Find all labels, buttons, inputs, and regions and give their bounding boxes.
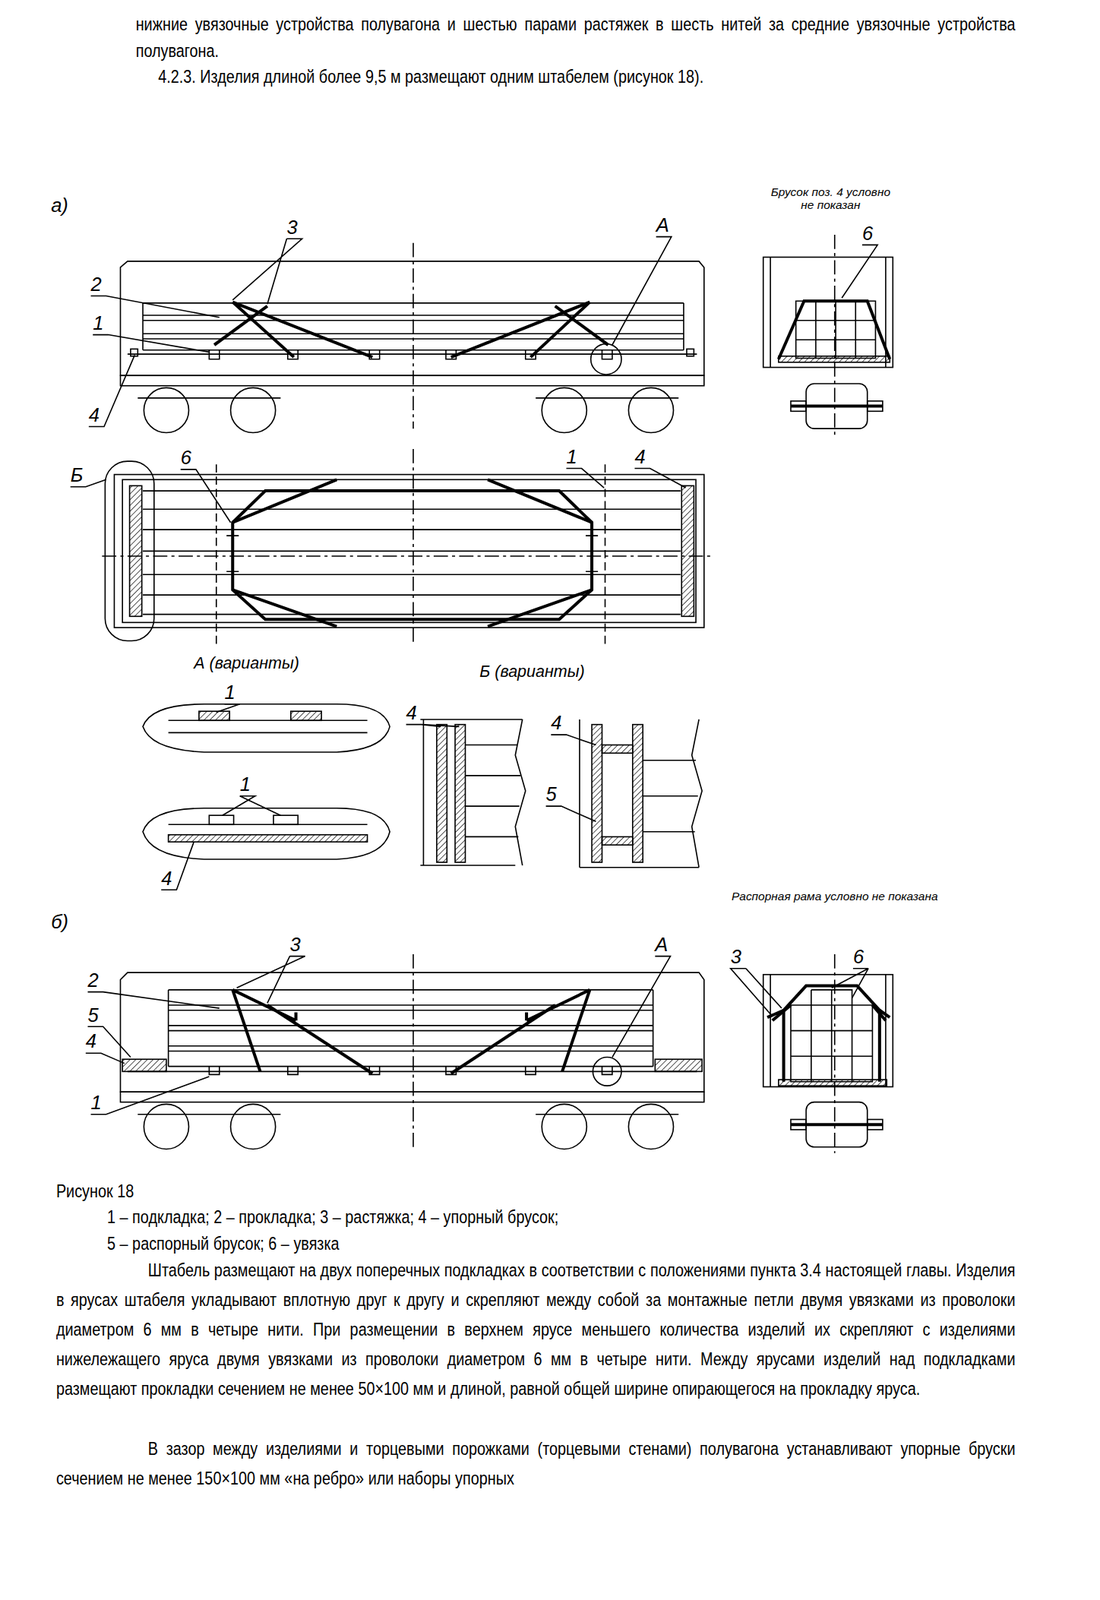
- drawing-note: Брусок поз. 4 условно не показан: [763, 185, 898, 212]
- callout-number: 2: [91, 274, 102, 295]
- figure-caption: Рисунок 18: [56, 1177, 465, 1205]
- callout-number: б): [50, 912, 69, 933]
- callout-number: А: [654, 934, 668, 955]
- callout-number: 4: [161, 868, 172, 889]
- body-text: Штабель размещают на двух поперечных под…: [56, 1255, 1016, 1404]
- body-text: В зазор между изделиями и торцевыми поро…: [56, 1435, 1016, 1495]
- callout-number: 3: [286, 217, 298, 238]
- drawing-note: Распорная рама условно не показана: [726, 889, 943, 903]
- callout-number: 1: [565, 446, 577, 468]
- callout-number: 6: [853, 946, 864, 968]
- callout-number: 1: [91, 1093, 102, 1114]
- callout-number: А: [656, 214, 670, 236]
- callout-number: 2: [88, 970, 99, 991]
- end-view-b: [730, 954, 894, 1154]
- callout-number: 5: [546, 784, 557, 806]
- callout-number: 6: [180, 448, 192, 469]
- detail-b: [406, 719, 703, 868]
- body-text: 4.2.3. Изделия длиной более 9,5 м размещ…: [158, 63, 1015, 90]
- side-view-a: [88, 237, 705, 434]
- callout-number: Б: [70, 464, 84, 486]
- callout-number: 4: [406, 702, 418, 724]
- callout-number: 1: [92, 312, 104, 334]
- view-title: Б (варианты): [479, 662, 585, 681]
- callout-number: 3: [730, 946, 742, 968]
- callout-number: 4: [634, 446, 645, 468]
- detail-a: [142, 704, 390, 890]
- callout-number: 4: [85, 1031, 97, 1053]
- callout-number: а): [50, 195, 69, 217]
- body-text: 5 – распорный брусок; 6 – увязка: [107, 1230, 1015, 1258]
- callout-number: 3: [289, 934, 301, 955]
- side-view-b: [85, 954, 705, 1150]
- callout-number: 4: [550, 713, 562, 734]
- callout-number: 6: [862, 223, 873, 244]
- callout-number: 5: [88, 1005, 99, 1026]
- callout-number: 4: [88, 404, 100, 426]
- view-title: А (варианты): [193, 654, 300, 673]
- callout-number: 1: [224, 682, 236, 704]
- body-text: нижние увязочные устройства полувагона и…: [135, 11, 1016, 65]
- plan-view-a: [70, 448, 715, 645]
- body-text: 1 – подкладка; 2 – прокладка; 3 – растяж…: [107, 1204, 1015, 1231]
- end-view-a: [763, 234, 894, 437]
- callout-number: 1: [240, 774, 251, 795]
